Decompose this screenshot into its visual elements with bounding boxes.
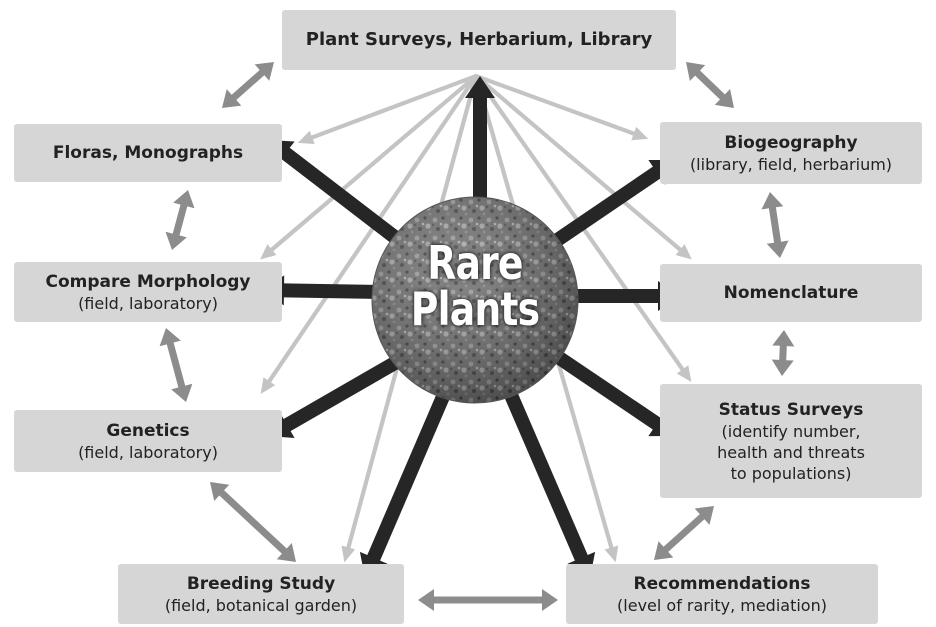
box-recommendations-sub: (level of rarity, mediation)	[617, 595, 827, 616]
box-biogeography-sub: (library, field, herbarium)	[690, 154, 892, 175]
box-recommendations: Recommendations (level of rarity, mediat…	[566, 564, 878, 624]
link-biogeography-nomenclature	[762, 192, 789, 258]
box-plant-surveys: Plant Surveys, Herbarium, Library	[282, 10, 676, 70]
box-biogeography-title: Biogeography	[724, 132, 857, 154]
arrow-to-breeding-study	[360, 389, 452, 578]
link-surveys-floras	[222, 62, 274, 108]
box-status-surveys-sub1: (identify number,	[722, 421, 861, 442]
link-status-recommendations	[654, 506, 714, 560]
arrow-to-recommendations	[502, 385, 595, 578]
link-floras-morphology	[166, 190, 195, 250]
box-floras-title: Floras, Monographs	[53, 142, 243, 164]
thin-to-biogeography	[476, 75, 646, 139]
box-recommendations-title: Recommendations	[634, 573, 811, 595]
link-surveys-biogeography	[686, 62, 734, 108]
link-breeding-recommendations	[418, 589, 558, 611]
thin-to-floras	[300, 75, 476, 143]
box-breeding-study: Breeding Study (field, botanical garden)	[118, 564, 404, 624]
box-status-surveys-sub2: health and threats	[717, 442, 865, 463]
link-genetics-breeding	[210, 482, 296, 562]
box-compare-morphology-sub: (field, laboratory)	[78, 293, 218, 314]
box-status-surveys-sub3: to populations)	[731, 463, 852, 484]
box-compare-morphology: Compare Morphology (field, laboratory)	[14, 262, 282, 322]
box-genetics-sub: (field, laboratory)	[78, 442, 218, 463]
box-breeding-study-title: Breeding Study	[187, 573, 335, 595]
box-status-surveys-title: Status Surveys	[719, 399, 864, 421]
box-compare-morphology-title: Compare Morphology	[45, 271, 250, 293]
box-biogeography: Biogeography (library, field, herbarium)	[660, 122, 922, 184]
box-nomenclature-title: Nomenclature	[724, 282, 859, 304]
arrow-to-status-surveys	[551, 349, 675, 436]
center-label: Rare Plants	[385, 240, 565, 332]
box-floras: Floras, Monographs	[14, 124, 282, 182]
box-genetics: Genetics (field, laboratory)	[14, 410, 282, 472]
link-nomenclature-status	[772, 330, 795, 376]
box-plant-surveys-title: Plant Surveys, Herbarium, Library	[306, 29, 652, 51]
box-genetics-title: Genetics	[106, 420, 189, 442]
box-nomenclature: Nomenclature	[660, 264, 922, 322]
box-status-surveys: Status Surveys (identify number, health …	[660, 384, 922, 498]
link-morphology-genetics	[160, 328, 193, 402]
box-breeding-study-sub: (field, botanical garden)	[165, 595, 357, 616]
arrow-to-plant-surveys	[465, 76, 495, 215]
center-label-line2: Plants	[401, 286, 549, 332]
center-label-line1: Rare	[401, 240, 549, 286]
